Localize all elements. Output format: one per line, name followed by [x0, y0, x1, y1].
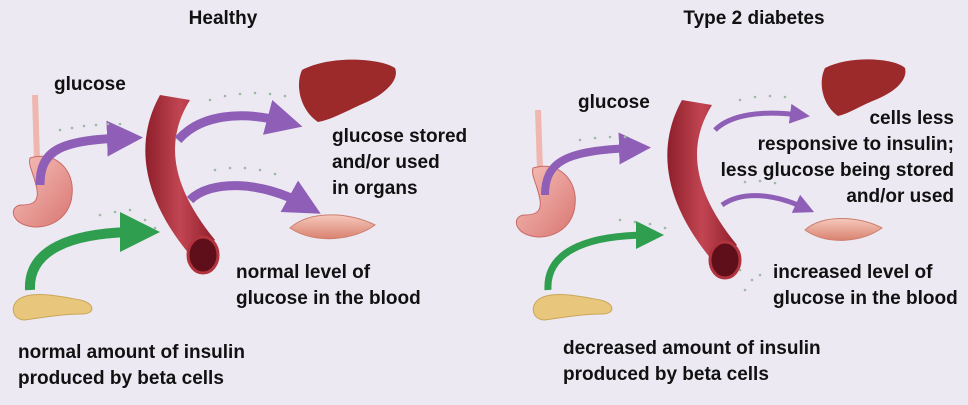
organ-label-line: cells less [869, 108, 954, 129]
insulin-arrow [24, 212, 160, 291]
insulin-label-line: decreased amount of insulin [563, 338, 821, 359]
panel-healthy [12, 59, 396, 321]
organ-label: cells less responsive to insulin; less g… [721, 106, 954, 210]
pancreas-shape [532, 294, 613, 321]
pancreas-shape [12, 294, 93, 321]
organ-label-line: responsive to insulin; [757, 134, 954, 155]
insulin-label-line: produced by beta cells [563, 364, 769, 385]
blood-vessel-shape [145, 95, 215, 255]
vessel-opening [186, 235, 220, 275]
blood-label-line: normal level of [236, 262, 371, 283]
muscle-shape [804, 218, 883, 241]
liver-shape [821, 59, 906, 116]
organ-arrow-liver [713, 103, 810, 132]
blood-label: increased level of glucose in the blood [773, 260, 958, 312]
organ-label-line: glucose stored [332, 126, 468, 147]
vessel-opening [708, 240, 742, 280]
organ-label: glucose stored and/or used in organs [332, 124, 467, 202]
stomach-shape [515, 165, 576, 238]
blood-label: normal level of glucose in the blood [236, 260, 421, 312]
organ-arrow-muscle [720, 193, 815, 213]
blood-label-line: increased level of [773, 262, 933, 283]
organ-label-line: less glucose being stored [720, 160, 954, 181]
organ-arrow-muscle [186, 180, 321, 214]
panel-title: Healthy [188, 8, 258, 29]
glucose-label: glucose [578, 92, 650, 113]
glucose-arrow [35, 120, 143, 186]
esophagus-shape [32, 95, 40, 160]
panel-title: Type 2 diabetes [683, 8, 825, 29]
blood-label-line: glucose in the blood [773, 288, 958, 309]
glucose-label: glucose [54, 74, 126, 95]
insulin-arrow [544, 221, 664, 291]
insulin-label: normal amount of insulin produced by bet… [18, 340, 245, 392]
organ-label-line: and/or used [332, 152, 440, 173]
blood-label-line: glucose in the blood [236, 288, 421, 309]
glucose-dots [58, 91, 787, 292]
blood-vessel-shape [667, 100, 737, 260]
insulin-label-line: normal amount of insulin [18, 342, 245, 363]
organ-label-line: and/or used [846, 186, 954, 207]
muscle-shape [289, 214, 376, 240]
organ-arrow-liver [174, 99, 303, 144]
insulin-label: decreased amount of insulin produced by … [563, 336, 821, 388]
organ-label-line: in organs [332, 178, 418, 199]
liver-shape [298, 59, 396, 122]
insulin-label-line: produced by beta cells [18, 368, 224, 389]
panel-type2 [515, 59, 906, 321]
esophagus-shape [535, 110, 543, 170]
glucose-arrow [541, 132, 651, 196]
